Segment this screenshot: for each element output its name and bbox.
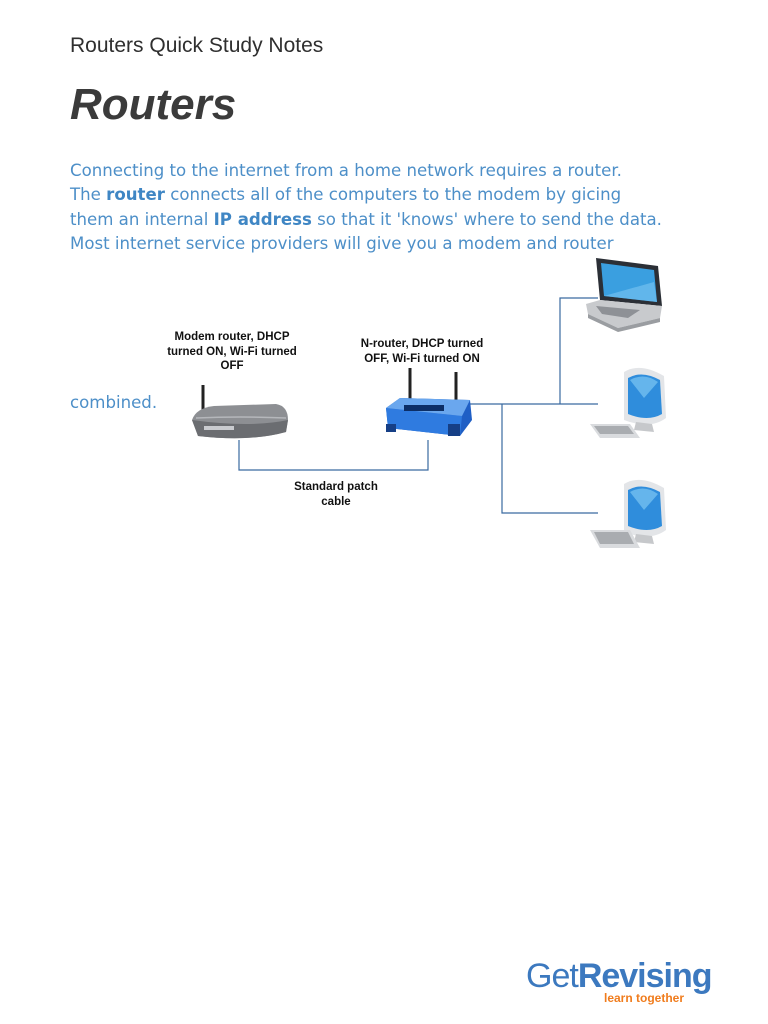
paragraph-line-3: them an internal IP address so that it '… — [70, 208, 710, 232]
laptop-icon — [586, 258, 662, 332]
paragraph-trailing-word: combined. — [70, 393, 158, 412]
patch-cable-label: Standard patch cable — [294, 481, 378, 508]
keyword-router: router — [106, 185, 165, 205]
keyword-ip-address: IP address — [213, 209, 312, 229]
paragraph-line-1: Connecting to the internet from a home n… — [70, 161, 622, 180]
paragraph-line-4: Most internet service providers will giv… — [70, 234, 614, 254]
intro-paragraph: Connecting to the internet from a home n… — [70, 159, 710, 257]
desktop-computer-icon-2 — [590, 479, 666, 548]
page-title: Routers — [70, 80, 237, 129]
paragraph-line-2: The router connects all of the computers… — [70, 183, 710, 207]
modem-router-label: Modem router, DHCP turned ON, Wi-Fi turn… — [167, 331, 297, 372]
logo-get-text: Get — [526, 957, 579, 995]
getrevising-logo[interactable]: GetRevising learn together — [526, 957, 713, 1005]
text-fragment: connects all of the computers to the mod… — [164, 185, 622, 205]
text-fragment: so that it 'knows' where to send the dat… — [311, 209, 662, 229]
patch-cable-line — [238, 440, 429, 471]
logo-revising-text: Revising — [577, 957, 713, 995]
desktop-computer-icon — [590, 367, 666, 438]
logo-tagline: learn together — [604, 991, 685, 1005]
text-fragment: them an internal — [70, 209, 214, 229]
page-header: Routers Quick Study Notes — [70, 34, 324, 57]
n-router-icon — [386, 368, 472, 436]
n-router-label: N-router, DHCP turned OFF, Wi-Fi turned … — [360, 338, 484, 365]
link-to-desktop-2 — [501, 404, 598, 514]
link-to-laptop — [559, 297, 598, 404]
modem-router-icon — [192, 385, 288, 439]
text-fragment: The — [70, 185, 107, 205]
